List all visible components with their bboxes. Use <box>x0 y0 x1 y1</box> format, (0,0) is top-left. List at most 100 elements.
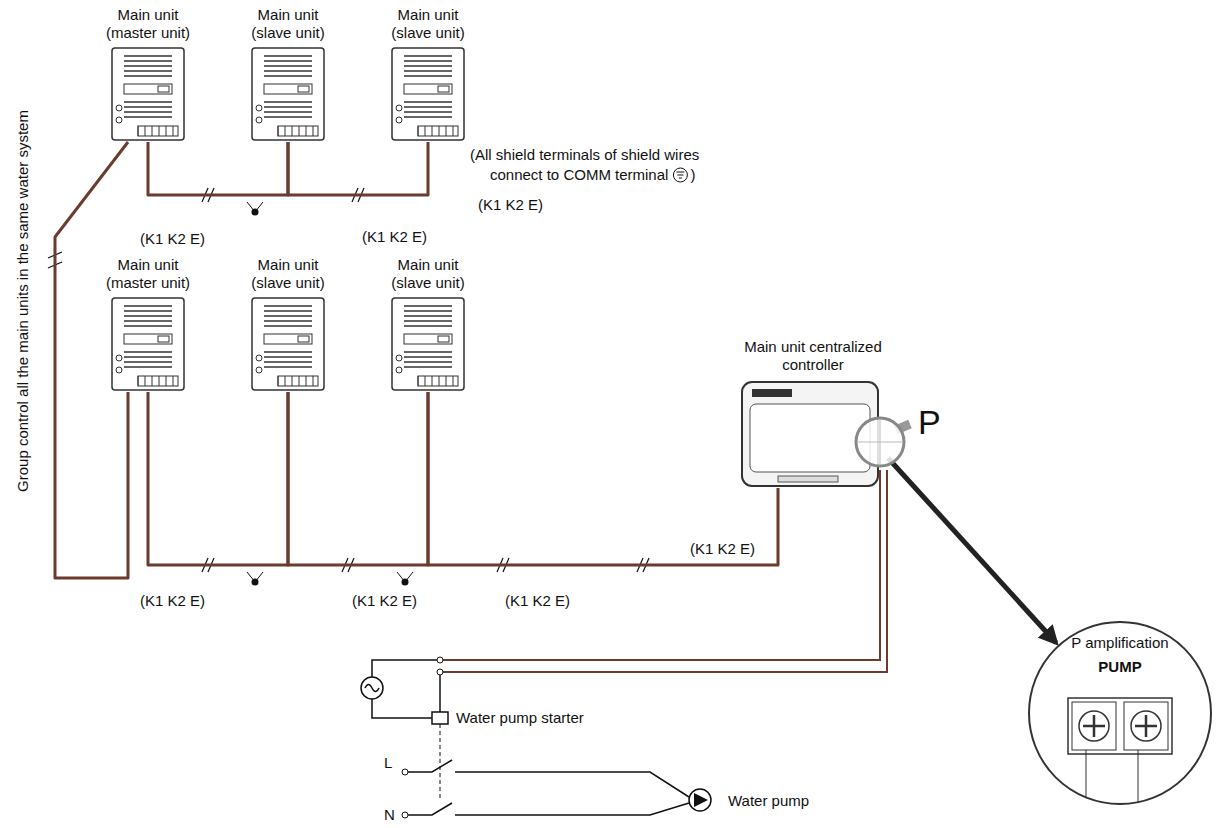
pump-symbol <box>689 789 711 811</box>
panel-window <box>158 86 169 92</box>
grille-line <box>264 320 312 322</box>
grille-line <box>264 55 312 57</box>
grille-line <box>404 310 452 312</box>
shield-wire <box>288 142 428 195</box>
terminal-divider <box>313 126 314 136</box>
terminal-cell <box>1124 702 1168 750</box>
signal-name: (K1 K2 E) <box>140 230 205 248</box>
terminal-divider <box>446 126 447 136</box>
terminal-block <box>418 126 458 136</box>
controller-foot <box>778 476 838 482</box>
terminal-divider <box>299 376 300 386</box>
unit-casing <box>392 298 464 390</box>
main-unit: Main unit (slave unit) <box>378 256 478 392</box>
display-panel <box>404 84 452 94</box>
grille-line <box>264 116 312 118</box>
terminal-divider <box>145 126 146 136</box>
grille-line <box>264 361 312 363</box>
shield-junction <box>252 209 259 216</box>
terminal-cell <box>1072 702 1116 750</box>
grille-line <box>124 116 172 118</box>
display-panel <box>264 84 312 94</box>
grille-line <box>264 101 312 103</box>
mechanical-link <box>440 724 441 800</box>
pump-wire <box>455 772 689 797</box>
grille-line <box>404 356 452 358</box>
terminal-divider <box>278 126 279 136</box>
terminal-divider <box>278 376 279 386</box>
grille-line <box>124 65 172 67</box>
grille-line <box>404 305 452 307</box>
starter-circuit <box>439 675 441 712</box>
grille-line <box>404 361 452 363</box>
terminal-divider <box>418 126 419 136</box>
grille-line <box>264 356 312 358</box>
knob <box>116 117 122 123</box>
knob <box>256 105 262 111</box>
supply-terminal <box>402 769 408 775</box>
shield-wire <box>428 392 778 565</box>
knob <box>396 117 402 123</box>
main-unit: Main unit (slave unit) <box>378 6 478 142</box>
main-unit: Main unit (slave unit) <box>238 6 338 142</box>
terminal-divider <box>432 126 433 136</box>
terminal-block <box>278 126 318 136</box>
grille-line <box>124 356 172 358</box>
knob <box>116 355 122 361</box>
signal-name: (K1 K2 E) <box>505 592 570 610</box>
shield-junction <box>252 579 259 586</box>
grille-line <box>264 366 312 368</box>
contact-terminal <box>437 669 443 675</box>
terminal-divider <box>159 376 160 386</box>
note-text: ) <box>690 166 695 184</box>
terminal-housing <box>1068 698 1172 754</box>
knob <box>116 105 122 111</box>
shield-wire <box>55 142 128 578</box>
unit-label: Main unit (slave unit) <box>238 6 338 42</box>
controller-screen <box>752 389 792 397</box>
part-name: Water pump <box>728 792 809 810</box>
zoom-arrow <box>888 458 1056 643</box>
grille-line <box>124 75 172 77</box>
grille-line <box>264 305 312 307</box>
grille-line <box>404 75 452 77</box>
grille-line <box>404 325 452 327</box>
terminal-wire <box>1086 750 1087 797</box>
unit-casing <box>112 298 184 390</box>
terminal-divider <box>306 376 307 386</box>
unit-label: Main unit (master unit) <box>98 6 198 42</box>
grille-line <box>124 325 172 327</box>
grille-line <box>124 351 172 353</box>
grille-line <box>264 75 312 77</box>
terminal-divider <box>453 376 454 386</box>
terminal-divider <box>173 126 174 136</box>
unit-label: Main unit centralized controller <box>738 338 888 374</box>
display-panel <box>404 334 452 344</box>
lens-crosshair <box>880 420 881 464</box>
grille-line <box>264 351 312 353</box>
supply-terminal <box>402 812 408 818</box>
callout-title: P amplification <box>1027 620 1213 652</box>
panel-window <box>438 336 449 342</box>
terminal-divider <box>152 126 153 136</box>
grille-line <box>404 111 452 113</box>
grille-line <box>124 320 172 322</box>
terminal-divider <box>166 126 167 136</box>
magnifier-lens <box>856 418 904 466</box>
terminal-divider <box>292 126 293 136</box>
grille-line <box>264 325 312 327</box>
grille-line <box>124 111 172 113</box>
unit-label: Main unit (slave unit) <box>378 6 478 42</box>
grille-line <box>404 116 452 118</box>
note-text: connect to COMM terminal <box>490 166 668 184</box>
grille-line <box>124 310 172 312</box>
screw-slot <box>1145 715 1148 737</box>
unit-casing <box>252 298 324 390</box>
signal-name: (K1 K2 E) <box>352 592 417 610</box>
grille-line <box>404 320 452 322</box>
terminal-divider <box>285 126 286 136</box>
unit-graphic <box>250 46 326 142</box>
panel-window <box>298 86 309 92</box>
grille-line <box>124 60 172 62</box>
grille-line <box>404 351 452 353</box>
